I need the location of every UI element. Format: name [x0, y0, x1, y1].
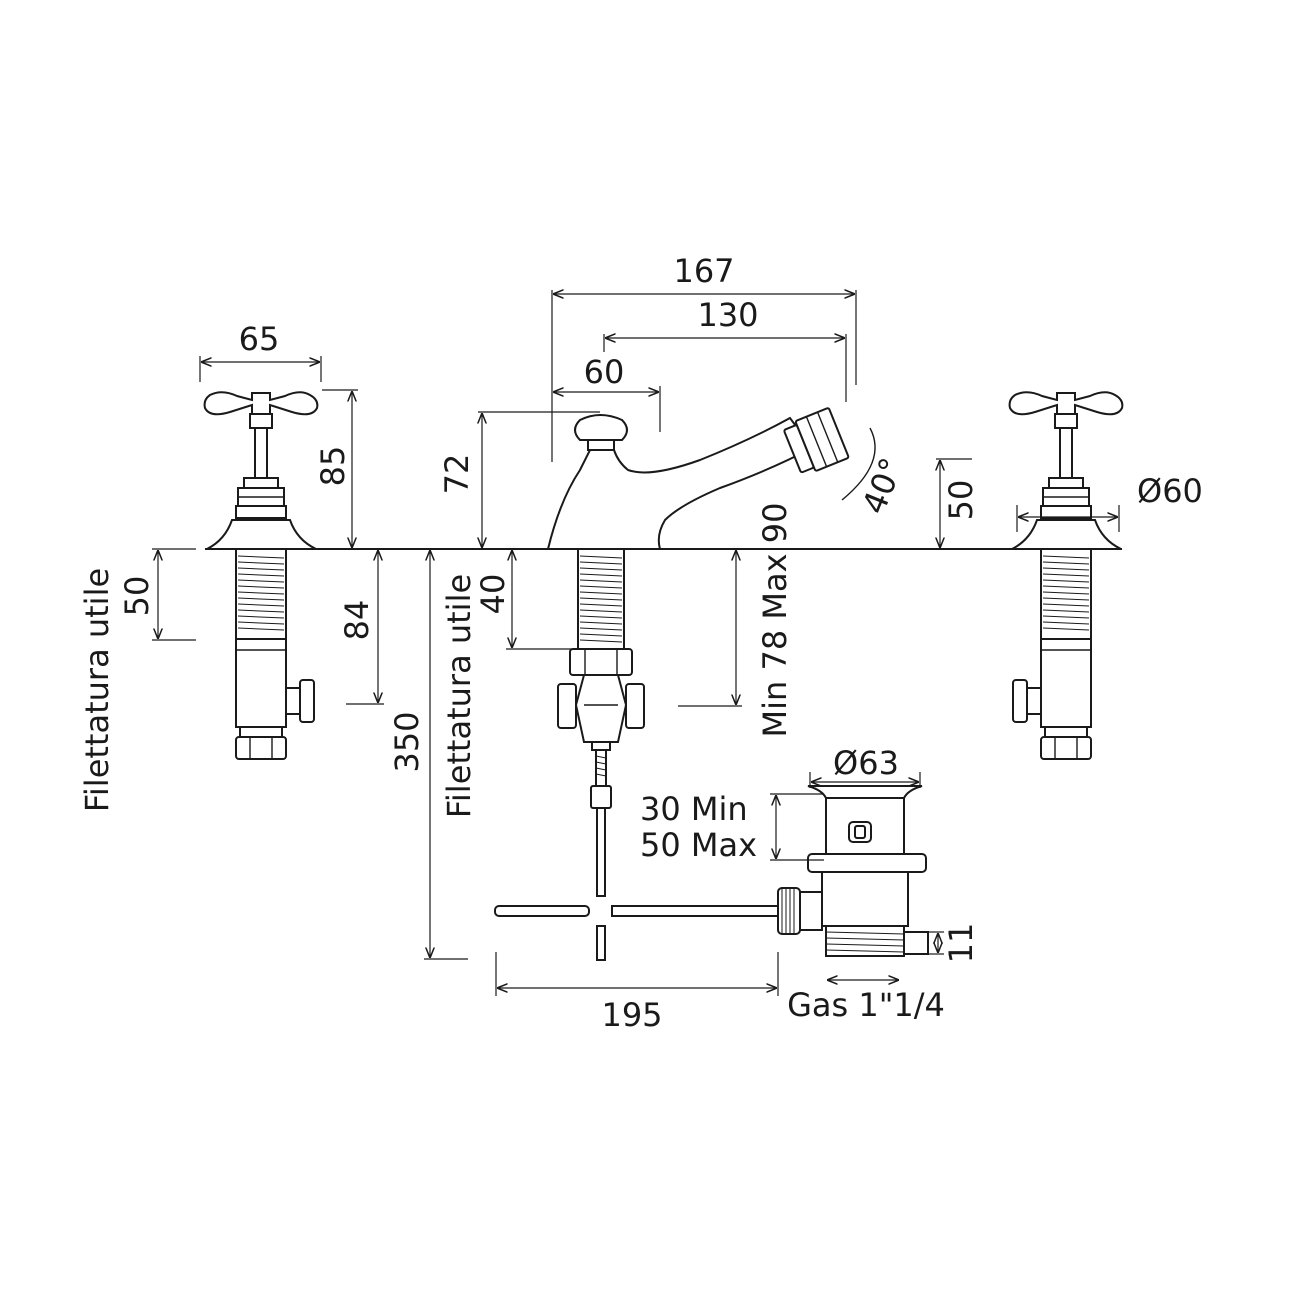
center-thread-lines [579, 555, 623, 643]
right-thread-lines [1042, 555, 1090, 631]
dim-50-max: 50 Max [640, 826, 757, 864]
pop-up-waste [494, 785, 929, 957]
dim-60-diameter: Ø60 [1137, 472, 1203, 510]
dim-63-diameter: Ø63 [833, 744, 899, 782]
dim-50-thread: 50 [118, 576, 156, 617]
rod-thread [595, 755, 607, 777]
bidet-spout [546, 407, 876, 961]
swivel-angle-arc [841, 427, 876, 501]
dim-167: 167 [673, 252, 734, 290]
dim-85: 85 [314, 446, 352, 487]
dim-gas: Gas 1"1/4 [787, 986, 945, 1024]
dim-min-max: Min 78 Max 90 [756, 503, 794, 738]
dim-350: 350 [388, 711, 426, 772]
dim-65: 65 [239, 320, 280, 358]
right-tap [1008, 391, 1124, 760]
label-filettatura-center: Filettatura utile [440, 574, 478, 818]
dim-195: 195 [601, 996, 662, 1034]
dim-30-min: 30 Min [640, 790, 748, 828]
dimension-labels: 167 130 60 65 85 72 50 40° Ø60 50 84 350… [78, 252, 1203, 1034]
dimension-lines [152, 290, 1120, 996]
label-filettatura-left: Filettatura utile [78, 568, 116, 812]
dim-72: 72 [438, 454, 476, 495]
dim-11: 11 [942, 923, 980, 964]
dim-130: 130 [697, 296, 758, 334]
left-thread-lines [237, 555, 285, 631]
dim-40: 40 [474, 574, 512, 615]
dim-40-angle: 40° [855, 452, 911, 519]
dim-60: 60 [584, 353, 625, 391]
dim-84: 84 [338, 600, 376, 641]
dim-50-spout: 50 [942, 480, 980, 521]
left-tap [203, 391, 319, 760]
